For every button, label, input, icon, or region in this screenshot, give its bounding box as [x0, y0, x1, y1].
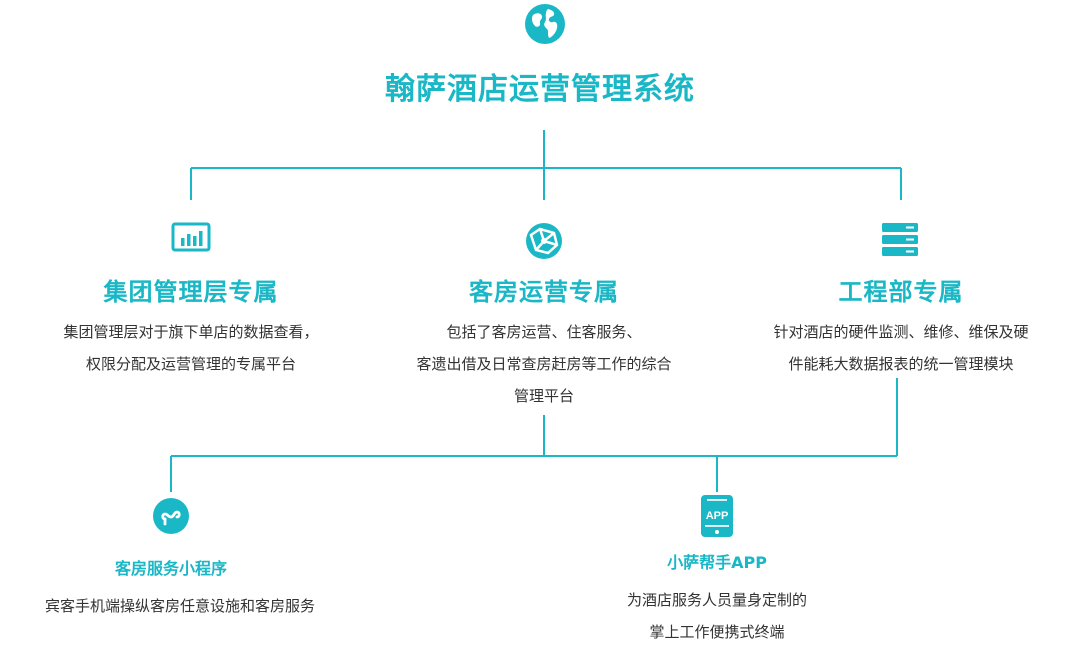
- module-desc-group-management: 集团管理层对于旗下单店的数据查看， 权限分配及运营管理的专属平台: [30, 316, 352, 380]
- client-desc-helper-app: 为酒店服务人员量身定制的 掌上工作便携式终端: [560, 584, 874, 648]
- client-title-mini-program: 客房服务小程序: [114, 559, 227, 578]
- desc-line: 包括了客房运营、住客服务、: [446, 323, 642, 341]
- client-title-helper-app: 小萨帮手APP: [667, 553, 767, 572]
- desc-line: 集团管理层对于旗下单店的数据查看，: [63, 323, 319, 341]
- bar-chart-icon: [171, 222, 211, 252]
- desc-line: 件能耗大数据报表的统一管理模块: [788, 355, 1014, 373]
- globe-icon: [525, 4, 565, 44]
- network-globe-icon: [526, 223, 562, 259]
- client-desc-mini-program: 宾客手机端操纵客房任意设施和客房服务: [0, 590, 360, 622]
- app-phone-icon: APP: [701, 495, 733, 537]
- desc-line: 客遗出借及日常查房赶房等工作的综合: [416, 355, 672, 373]
- desc-line: 管理平台: [513, 387, 574, 405]
- module-title-group-management: 集团管理层专属: [103, 278, 279, 306]
- server-icon: [882, 223, 918, 256]
- desc-line: 为酒店服务人员量身定制的: [626, 591, 807, 609]
- module-title-room-operations: 客房运营专属: [469, 278, 619, 306]
- system-title: 翰萨酒店运营管理系统: [385, 72, 695, 107]
- app-icon-label: APP: [706, 510, 729, 522]
- mini-program-icon: [153, 498, 189, 534]
- module-desc-engineering: 针对酒店的硬件监测、维修、维保及硬 件能耗大数据报表的统一管理模块: [736, 316, 1066, 380]
- desc-line: 针对酒店的硬件监测、维修、维保及硬: [773, 323, 1029, 341]
- desc-line: 掌上工作便携式终端: [649, 623, 785, 641]
- desc-line: 宾客手机端操纵客房任意设施和客房服务: [44, 597, 315, 615]
- module-desc-room-operations: 包括了客房运营、住客服务、 客遗出借及日常查房赶房等工作的综合 管理平台: [379, 316, 709, 412]
- desc-line: 权限分配及运营管理的专属平台: [85, 355, 296, 373]
- module-title-engineering: 工程部专属: [838, 278, 964, 306]
